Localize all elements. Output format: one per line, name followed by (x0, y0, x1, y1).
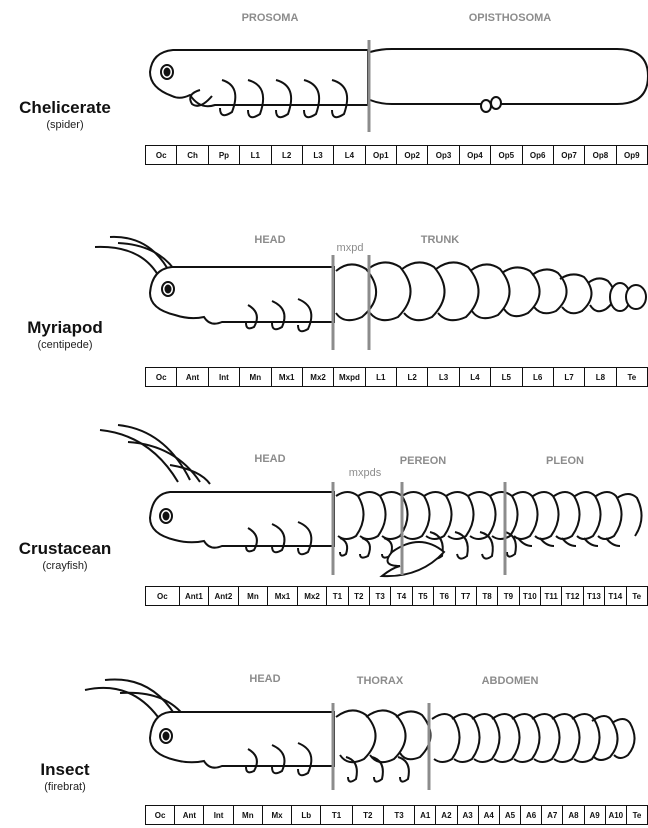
segment-cell: Oc (146, 587, 179, 605)
segment-cell: Oc (146, 146, 176, 164)
segment-cell: Mx1 (271, 368, 302, 386)
crustacean-segment-row: Oc Ant1 Ant2 Mn Mx1 Mx2 T1 T2 T3 T4 T5 T… (145, 586, 648, 606)
segment-cell: Op9 (616, 146, 647, 164)
segment-cell: Int (203, 806, 232, 824)
segment-cell: L8 (584, 368, 615, 386)
segment-cell: Mx2 (297, 587, 327, 605)
segment-cell: L2 (271, 146, 302, 164)
firebrat-illustration (0, 665, 648, 800)
segment-cell: T1 (320, 806, 351, 824)
segment-cell: T6 (433, 587, 454, 605)
segment-cell: Op8 (584, 146, 615, 164)
crayfish-illustration (0, 420, 648, 585)
insect-segment-row: Oc Ant Int Mn Mx Lb T1 T2 T3 A1 A2 A3 A4… (145, 805, 648, 825)
segment-cell: T2 (352, 806, 383, 824)
segment-cell: Op7 (553, 146, 584, 164)
myriapod-segment-row: Oc Ant Int Mn Mx1 Mx2 Mxpd L1 L2 L3 L4 L… (145, 367, 648, 387)
segment-cell: Op6 (522, 146, 553, 164)
segment-cell: Te (616, 368, 647, 386)
segment-cell: T11 (540, 587, 561, 605)
spider-illustration (0, 0, 648, 145)
segment-cell: Ant (174, 806, 203, 824)
segment-cell: T12 (561, 587, 582, 605)
segment-cell: T3 (383, 806, 414, 824)
segment-cell: Oc (146, 368, 176, 386)
segment-cell: T8 (476, 587, 497, 605)
segment-cell: A8 (562, 806, 583, 824)
segment-cell: Op4 (459, 146, 490, 164)
segment-cell: L4 (459, 368, 490, 386)
chelicerate-segment-row: Oc Ch Pp L1 L2 L3 L4 Op1 Op2 Op3 Op4 Op5… (145, 145, 648, 165)
segment-cell: Te (626, 587, 647, 605)
segment-cell: L1 (239, 146, 270, 164)
segment-cell: Ch (176, 146, 207, 164)
segment-cell: Mx2 (302, 368, 333, 386)
segment-cell: Ant1 (179, 587, 209, 605)
segment-cell: Mn (239, 368, 270, 386)
segment-cell: T5 (412, 587, 433, 605)
segment-cell: L4 (333, 146, 364, 164)
segment-cell: A1 (414, 806, 435, 824)
segment-cell: Ant (176, 368, 207, 386)
segment-cell: Ant2 (208, 587, 238, 605)
segment-cell: T13 (583, 587, 604, 605)
segment-cell: L5 (490, 368, 521, 386)
segment-cell: Mx (262, 806, 291, 824)
segment-cell: A3 (457, 806, 478, 824)
segment-cell: L1 (365, 368, 396, 386)
segment-cell: Op1 (365, 146, 396, 164)
segment-cell: T14 (604, 587, 625, 605)
segment-cell: L7 (553, 368, 584, 386)
segment-cell: A5 (499, 806, 520, 824)
segment-cell: A6 (520, 806, 541, 824)
segment-cell: T4 (390, 587, 411, 605)
centipede-illustration (0, 225, 648, 365)
segment-cell: T2 (348, 587, 369, 605)
segment-cell: A7 (541, 806, 562, 824)
segment-cell: L2 (396, 368, 427, 386)
segment-cell: Mn (238, 587, 268, 605)
segment-cell: L3 (427, 368, 458, 386)
segment-cell: Lb (291, 806, 320, 824)
segment-cell: T10 (519, 587, 540, 605)
segment-cell: Te (626, 806, 647, 824)
segment-cell: Op2 (396, 146, 427, 164)
segment-cell: Mxpd (333, 368, 364, 386)
segment-cell: Op3 (427, 146, 458, 164)
segment-cell: Pp (208, 146, 239, 164)
segment-cell: Int (208, 368, 239, 386)
segment-cell: A9 (584, 806, 605, 824)
segment-cell: Mn (233, 806, 262, 824)
segment-cell: T9 (497, 587, 518, 605)
segment-cell: A10 (605, 806, 626, 824)
segment-cell: T1 (326, 587, 347, 605)
segment-cell: L6 (522, 368, 553, 386)
segment-cell: A2 (435, 806, 456, 824)
segment-cell: T3 (369, 587, 390, 605)
segment-cell: Mx1 (267, 587, 297, 605)
segment-cell: T7 (455, 587, 476, 605)
segment-cell: Op5 (490, 146, 521, 164)
segment-cell: L3 (302, 146, 333, 164)
segment-cell: A4 (478, 806, 499, 824)
segment-cell: Oc (146, 806, 174, 824)
